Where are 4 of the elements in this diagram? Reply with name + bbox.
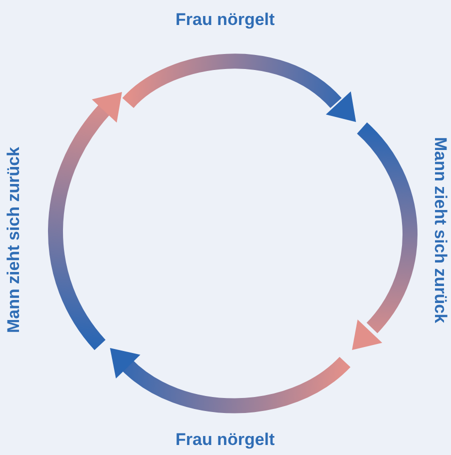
cycle-label: Mann zieht sich zurück <box>430 136 450 324</box>
cycle-label: Frau nörgelt <box>176 10 275 30</box>
cycle-label: Frau nörgelt <box>176 430 275 450</box>
cycle-label: Mann zieht sich zurück <box>4 146 24 334</box>
